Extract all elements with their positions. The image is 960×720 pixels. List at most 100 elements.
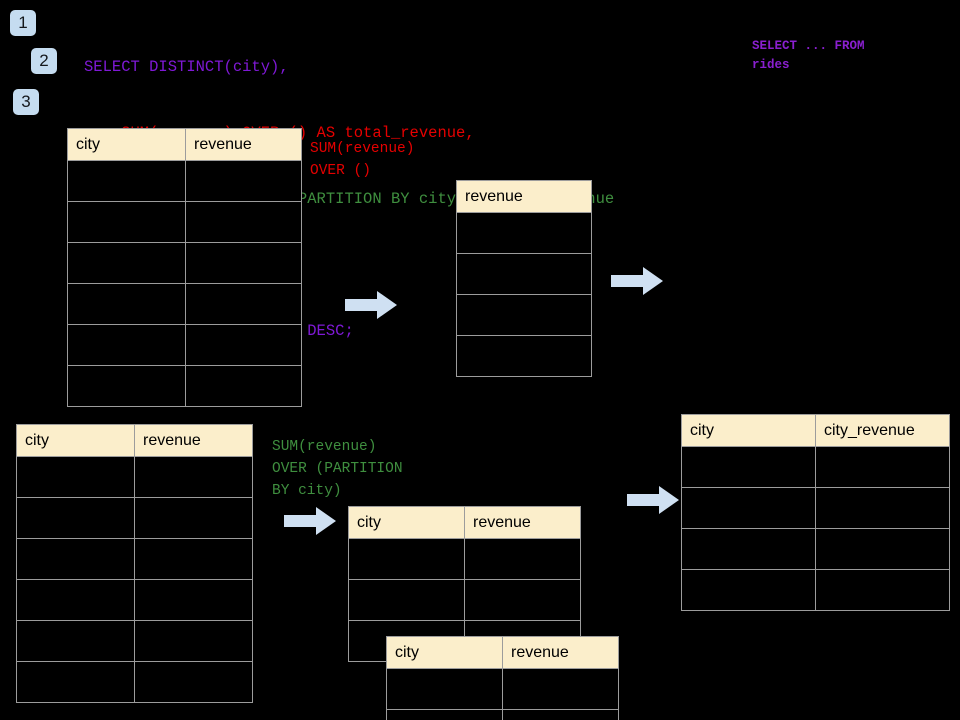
step-badge-3[interactable]: 3 (13, 89, 39, 115)
table-row (456, 335, 592, 377)
table-row (16, 620, 253, 662)
cell-revenue (134, 579, 253, 621)
table-row (348, 579, 581, 621)
table-header-row: city revenue (348, 506, 581, 539)
table-partition-group-b: city revenue (386, 636, 619, 720)
column-header-revenue: revenue (464, 506, 581, 539)
table-header-row: city revenue (16, 424, 253, 457)
table-row (681, 528, 950, 570)
column-header-city: city (16, 424, 135, 457)
cell-revenue (502, 668, 619, 710)
table-row (16, 661, 253, 703)
cell-city (67, 365, 186, 407)
cell-city (16, 661, 135, 703)
cell-city (681, 487, 816, 529)
cell-revenue (456, 212, 592, 254)
table-rides-source-bottom: city revenue (16, 424, 253, 703)
cell-city (67, 160, 186, 202)
cell-city (681, 528, 816, 570)
cell-city (67, 242, 186, 284)
cell-city-revenue (815, 446, 950, 488)
table-row (67, 365, 302, 407)
table-row (681, 569, 950, 611)
table-row (348, 538, 581, 580)
table-row (16, 456, 253, 498)
table-row (67, 160, 302, 202)
column-header-city: city (348, 506, 465, 539)
table-row (386, 668, 619, 710)
cell-revenue (456, 335, 592, 377)
table-header-row: city city_revenue (681, 414, 950, 447)
cell-city (386, 668, 503, 710)
cell-revenue (185, 201, 302, 243)
cell-revenue (134, 456, 253, 498)
column-header-revenue: revenue (456, 180, 592, 213)
cell-revenue (185, 160, 302, 202)
note-select-from-rides: SELECT ... FROM rides (752, 39, 865, 72)
table-final-result: city city_revenue (681, 414, 950, 611)
cell-city (67, 283, 186, 325)
table-row (386, 709, 619, 720)
cell-city (67, 201, 186, 243)
note-sum-over-partition: SUM(revenue) OVER (PARTITION BY city) (272, 439, 403, 499)
table-row (681, 487, 950, 529)
arrow-partition-to-result-icon (627, 486, 679, 514)
table-row (67, 283, 302, 325)
step-badge-1[interactable]: 1 (10, 10, 36, 36)
cell-revenue (502, 709, 619, 720)
arrow-source-to-total-icon (345, 291, 397, 319)
cell-city-revenue (815, 487, 950, 529)
table-row (67, 324, 302, 366)
table-row (16, 538, 253, 580)
cell-city (16, 620, 135, 662)
cell-revenue (464, 538, 581, 580)
table-row (456, 253, 592, 295)
column-header-city: city (681, 414, 816, 447)
cell-revenue (134, 497, 253, 539)
table-rides-source-top: city revenue (67, 128, 302, 407)
table-partition-group-a: city revenue (348, 506, 581, 662)
table-row (67, 242, 302, 284)
note-sum-over-empty: SUM(revenue) OVER () (310, 141, 415, 179)
table-header-row: city revenue (386, 636, 619, 669)
table-header-row: city revenue (67, 128, 302, 161)
table-row (16, 579, 253, 621)
sql-line-1: SELECT DISTINCT(city), (84, 58, 289, 76)
cell-city (16, 497, 135, 539)
column-header-revenue: revenue (502, 636, 619, 669)
cell-city (16, 456, 135, 498)
column-header-city: city (67, 128, 186, 161)
table-row (67, 201, 302, 243)
column-header-city: city (386, 636, 503, 669)
cell-revenue (134, 661, 253, 703)
cell-city (16, 579, 135, 621)
cell-revenue (134, 620, 253, 662)
cell-city (681, 569, 816, 611)
column-header-revenue: revenue (134, 424, 253, 457)
cell-city (16, 538, 135, 580)
column-header-city-revenue: city_revenue (815, 414, 950, 447)
cell-city (386, 709, 503, 720)
cell-city (67, 324, 186, 366)
table-row (456, 212, 592, 254)
cell-city (348, 538, 465, 580)
table-row (16, 497, 253, 539)
cell-revenue (464, 579, 581, 621)
arrow-source-to-partition-icon (284, 507, 336, 535)
cell-revenue (456, 294, 592, 336)
cell-revenue (134, 538, 253, 580)
arrow-total-to-result-icon (611, 267, 663, 295)
table-row (456, 294, 592, 336)
column-header-revenue: revenue (185, 128, 302, 161)
cell-revenue (456, 253, 592, 295)
table-row (681, 446, 950, 488)
cell-city-revenue (815, 528, 950, 570)
cell-revenue (185, 365, 302, 407)
cell-revenue (185, 242, 302, 284)
step-badge-2[interactable]: 2 (31, 48, 57, 74)
table-header-row: revenue (456, 180, 592, 213)
cell-revenue (185, 283, 302, 325)
cell-revenue (185, 324, 302, 366)
cell-city-revenue (815, 569, 950, 611)
